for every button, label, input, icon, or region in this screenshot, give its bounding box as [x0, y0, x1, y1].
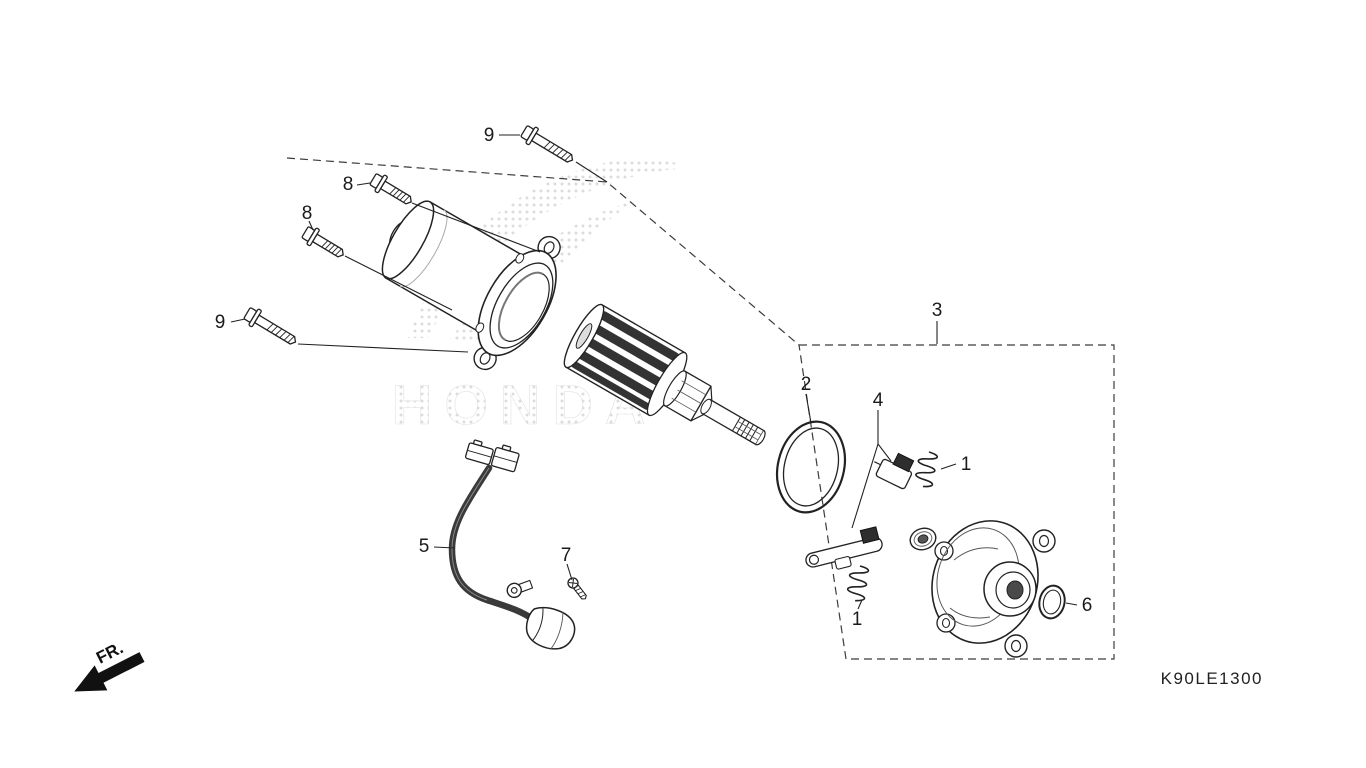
- callout-1-lower: 1: [852, 609, 863, 630]
- brush-terminal: [834, 556, 852, 570]
- shaft-taper: [690, 386, 713, 422]
- bolt-8-lower: [299, 223, 349, 264]
- bolt-9-top: [518, 122, 578, 169]
- leader-1-upper: [940, 463, 957, 470]
- fr-arrow-icon: [74, 652, 145, 692]
- shaft-splines: [731, 416, 762, 442]
- callout-2: 2: [801, 374, 812, 395]
- cable-wire: [448, 464, 538, 624]
- flange-bore-shading: [497, 271, 544, 341]
- brush-holder-upper: [874, 452, 915, 490]
- shaft-tip: [755, 430, 766, 446]
- shaft-collar: [700, 398, 712, 415]
- armature-core-slots: [571, 311, 680, 410]
- leader-bolt9b-to-flange: [297, 343, 469, 353]
- bolt-9-left: [241, 304, 301, 351]
- commutator-segments: [671, 380, 707, 414]
- ground-terminal: [506, 579, 534, 599]
- flange-boss-top: [515, 253, 525, 264]
- bearing: [909, 527, 937, 551]
- callout-3: 3: [932, 300, 943, 321]
- callouts: 9 8 8 9 3 2 4 1 1 5 7 6: [215, 125, 1093, 630]
- callout-4: 4: [873, 390, 884, 411]
- cover-bore: [1006, 580, 1024, 600]
- cover-casting-lines: [949, 547, 999, 619]
- housing-end-cap: [381, 200, 435, 280]
- cover-ear-top: [1032, 529, 1056, 553]
- brush-spring-lower: [845, 563, 870, 603]
- leader-8-lower: [308, 220, 314, 231]
- cover-ear-bottom: [1004, 634, 1028, 658]
- cable-wire-highlight: [451, 467, 490, 601]
- brush-holder-lower: [805, 526, 883, 570]
- leader-5: [433, 546, 456, 549]
- carbon-brush: [892, 452, 915, 473]
- diagram-code: K90LE1300: [1161, 669, 1263, 688]
- cable-assembly: [448, 439, 576, 650]
- screw: [567, 577, 587, 600]
- o-ring-large: [776, 420, 846, 514]
- leader-lines: [230, 134, 1078, 610]
- o-ring-small: [1038, 584, 1066, 620]
- callout-8-lower: 8: [302, 203, 313, 224]
- leader-2: [805, 393, 812, 424]
- cover-tab-upper-left: [934, 541, 954, 561]
- leader-bolt8b-to-flange: [344, 255, 453, 311]
- cable-connectors: [464, 439, 520, 473]
- armature: [563, 303, 766, 446]
- brush-spring-upper: [913, 449, 939, 489]
- phantom-link-line: [286, 157, 800, 346]
- leader-bolt9-to-box: [575, 161, 608, 183]
- rubber-boot: [525, 607, 576, 650]
- callout-7: 7: [561, 545, 572, 566]
- callout-6: 6: [1082, 595, 1093, 616]
- leader-6: [1065, 602, 1078, 606]
- callout-5: 5: [419, 536, 430, 557]
- callout-9-top: 9: [484, 125, 495, 146]
- callout-8-upper: 8: [343, 174, 354, 195]
- callout-1-upper: 1: [961, 454, 972, 475]
- end-cover: [931, 520, 1056, 658]
- armature-core-hub: [575, 323, 593, 349]
- cover-tab-lower-left: [936, 613, 956, 633]
- brush-lead: [874, 461, 881, 466]
- leader-4: [851, 410, 892, 529]
- callout-9-left: 9: [215, 312, 226, 333]
- bolt-8-upper: [367, 170, 417, 211]
- brush-arm-hole: [808, 554, 820, 565]
- fr-indicator: FR.: [74, 638, 145, 692]
- flange-boss-bottom: [475, 322, 485, 333]
- leader-1-lower: [857, 599, 863, 610]
- leader-9-left: [230, 318, 246, 323]
- leader-bolt8a-to-flange: [411, 202, 541, 253]
- leader-8-upper: [356, 182, 371, 186]
- carbon-brush: [859, 526, 880, 544]
- leader-7: [566, 563, 573, 581]
- motor-flange: [473, 235, 561, 371]
